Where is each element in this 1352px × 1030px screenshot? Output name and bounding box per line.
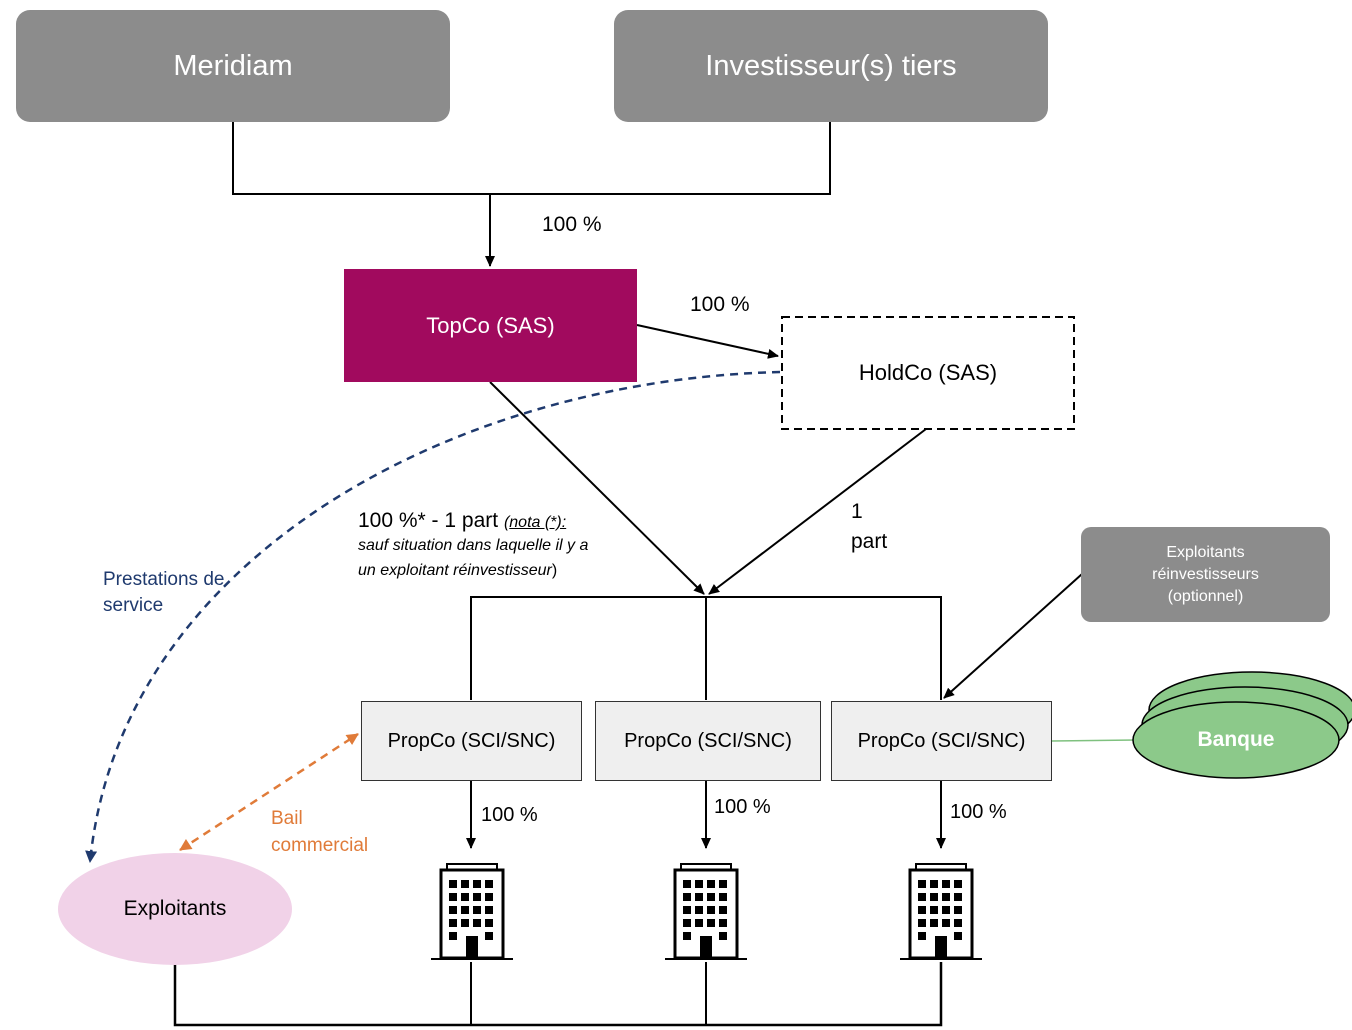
propco-box-2: PropCo (SCI/SNC) [595,701,821,781]
building-icon [661,860,751,969]
exploitants-reinvestisseurs-box: Exploitants réinvestisseurs (optionnel) [1081,527,1330,622]
holdco-border [781,316,1075,430]
propco-1-label: PropCo (SCI/SNC) [387,729,556,752]
topco-box: TopCo (SAS) [344,269,637,382]
label-topco-ownership: 100 % [542,213,602,236]
label-holdco-ownership: 100 % [690,293,750,316]
propco-box-1: PropCo (SCI/SNC) [361,701,582,781]
nota-text-line-2: un exploitant réinvestisseur [358,562,552,579]
label-propco-main-ownership: 100 %* - 1 part [358,509,499,532]
nota-text-line-1: sauf situation dans laquelle il y a [358,537,589,554]
reinvest-line-1: Exploitants [1166,543,1245,561]
holdco-label: HoldCo (SAS) [858,360,998,385]
label-propco3-building: 100 % [950,801,1007,823]
nota-label: nota (*): [509,514,567,531]
label-holdco-part-2: part [851,530,888,553]
building-icon [427,860,517,969]
label-propco1-building: 100 % [481,804,538,826]
connector-shareholders [232,122,831,195]
connector-propco-banque [1051,739,1137,742]
building-icon [896,860,986,969]
arrow-reinvest-propco [943,573,1083,699]
meridiam-label: Meridiam [173,49,293,82]
arrow-topco-propcos [489,381,705,595]
propco-box-3: PropCo (SCI/SNC) [831,701,1052,781]
arrow-prestations-de-service [85,370,781,863]
reinvest-line-3: (optionnel) [1167,587,1244,605]
meridiam-box: Meridiam [16,10,450,122]
prestations-de-service-label: Prestations de service [103,569,225,616]
label-propco2-building: 100 % [714,796,771,818]
connector-exploitants-buildings [173,960,943,1027]
reinvest-line-2: réinvestisseurs [1152,565,1259,583]
arrow-bail-commercial [179,732,359,852]
bail-commercial-label: Bail commercial [271,808,369,856]
investisseurs-box: Investisseur(s) tiers [614,10,1048,122]
exploitants-label: Exploitants [123,897,227,920]
propco-ownership-note: 100 %* - 1 part (nota (*): sauf situatio… [358,509,658,582]
banque-label: Banque [1197,728,1275,751]
investisseurs-label: Investisseur(s) tiers [705,49,957,82]
arrow-holdco-propcos [708,428,927,595]
banque-ellipse-stack [1132,671,1352,779]
label-holdco-part-1: 1 [851,500,863,523]
propco-2-label: PropCo (SCI/SNC) [624,729,792,752]
holdco-box: HoldCo (SAS) [782,317,1074,429]
topco-label: TopCo (SAS) [426,312,555,338]
arrow-topco-holdco [636,324,779,359]
propco-3-label: PropCo (SCI/SNC) [857,729,1026,752]
exploitants-ellipse [58,853,292,965]
